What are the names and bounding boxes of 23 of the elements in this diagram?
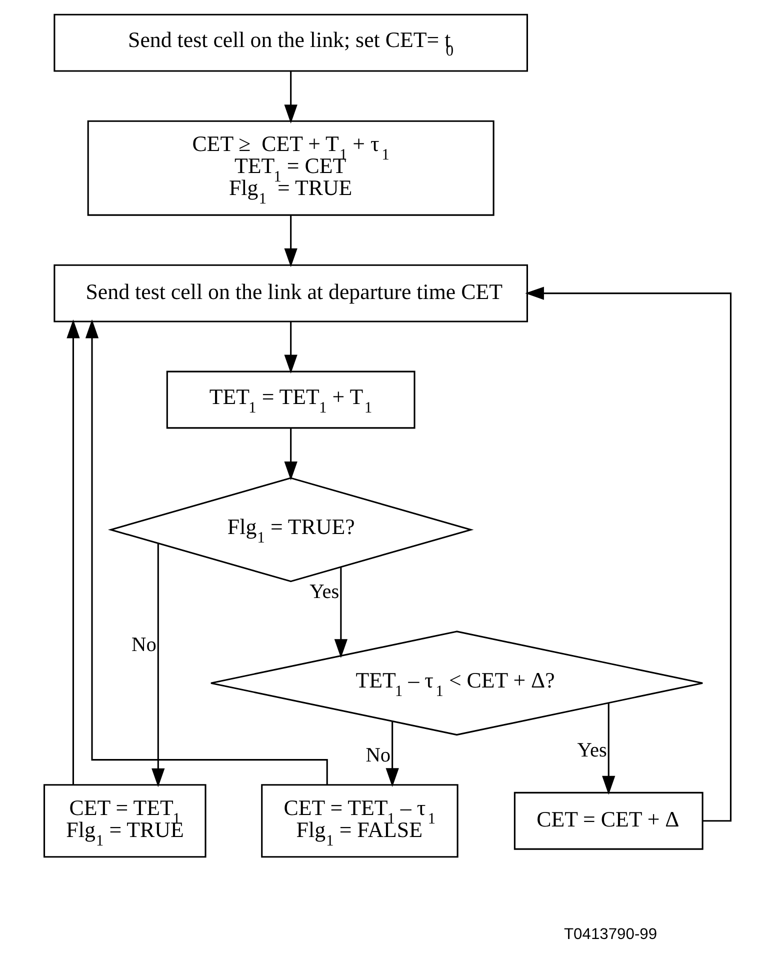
arrow: [284, 71, 297, 124]
edge-label: Yes: [576, 739, 606, 762]
arrow: [602, 703, 615, 795]
arrow: [284, 322, 297, 374]
node-box: CET = CET + Δ: [513, 792, 703, 850]
arrow: [66, 319, 80, 785]
node-box: Send test cell on the link; set CET= t$_{0}$: [53, 14, 528, 72]
node-box: TET$_{1}$ = TET$_{1}$ + T$_{1}$: [166, 370, 415, 429]
edge-label: Yes: [309, 580, 339, 603]
edge-label: No: [131, 634, 156, 656]
node-box: Send test cell on the link at departure time CET: [53, 264, 528, 322]
label: T0413790-99: [564, 926, 657, 944]
arrow: [385, 722, 398, 787]
edge-label: No: [365, 744, 390, 767]
arrow: [334, 567, 347, 658]
arrow: [284, 215, 297, 268]
arrow: [284, 428, 297, 480]
arrow: [84, 319, 328, 785]
node-diamond: Flg$_{1}$ = TRUE?: [107, 477, 474, 582]
arrow: [524, 286, 732, 822]
node-box: CET = TET$_{1}$ – τ$_{1}$ Flg$_{1}$ = FALSE: [260, 784, 458, 858]
arrow: [151, 544, 164, 788]
node-diamond: TET$_{1}$ – τ$_{1}$ < CET + Δ?: [210, 630, 703, 736]
